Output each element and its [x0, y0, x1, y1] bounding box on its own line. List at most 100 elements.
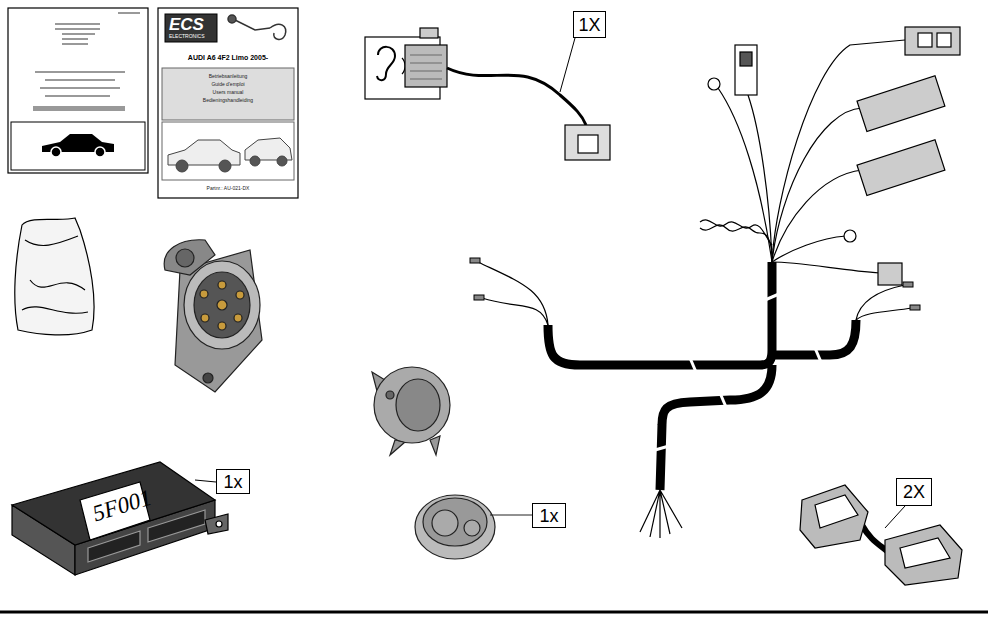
instruction-sheet-part — [40, 87, 120, 89]
trailer-socket — [164, 240, 262, 392]
car-drawing-part — [250, 156, 260, 166]
harness-connector-part — [708, 78, 720, 90]
wire-pin-part — [903, 282, 913, 287]
trailer-socket-part — [194, 272, 250, 338]
instruction-sheet — [8, 8, 148, 173]
part-number: 5F001 — [90, 486, 154, 526]
instruction-sheet-part — [8, 8, 148, 173]
callout-number: 1x — [539, 507, 558, 525]
hitch-icon-part — [235, 20, 270, 30]
fixing-bag — [15, 218, 94, 335]
instruction-sheet-part — [45, 95, 110, 97]
cable-grommet-part — [464, 520, 480, 536]
wire-part — [856, 308, 912, 320]
harness-connector-part — [857, 76, 945, 132]
callout-number: 1x — [223, 473, 242, 491]
adapter-connector-part — [885, 506, 905, 528]
buzzer-part — [565, 125, 610, 160]
harness-connector-part — [740, 52, 752, 66]
adapter-connector — [800, 485, 962, 585]
wire-pin-part — [474, 295, 484, 300]
instruction-sheet-part — [95, 147, 105, 157]
break-mark-part — [690, 358, 696, 372]
installation-manual-part — [162, 122, 294, 180]
instruction-sheet-part — [11, 122, 145, 170]
trailer-socket-part — [218, 281, 226, 289]
car-drawing-part — [277, 156, 287, 166]
control-module-part — [195, 480, 216, 482]
callout-box: 2X — [896, 478, 932, 506]
wire-part — [856, 285, 905, 320]
harness-connector — [708, 27, 960, 285]
adapter-connector-part — [862, 525, 888, 552]
fixing-bag-part — [22, 307, 88, 313]
callout-number: 1X — [578, 16, 600, 34]
instruction-sheet-part — [118, 12, 140, 14]
socket-seal — [372, 367, 450, 455]
trailer-socket-part — [184, 261, 260, 349]
harness-connector-part — [844, 230, 856, 242]
instruction-sheet-part — [62, 38, 88, 40]
harness-connector-part — [878, 263, 902, 285]
control-module-part — [148, 510, 205, 542]
brand-logo: ECS — [169, 16, 204, 33]
adapter-connector-part — [885, 525, 962, 585]
wire-pin-part — [470, 258, 480, 263]
instruction-sheet-part — [62, 33, 95, 35]
wire-part — [718, 88, 772, 262]
car-drawing-part — [219, 160, 231, 172]
trailer-socket-part — [176, 249, 194, 267]
car-drawing — [168, 138, 292, 172]
wire-part — [700, 220, 772, 245]
instruction-sheet-part — [62, 43, 88, 45]
adapter-connector-part — [800, 485, 868, 548]
harness-connector-part — [857, 140, 945, 196]
buzzer-part — [410, 54, 442, 55]
manual-language: Users manual — [213, 90, 244, 95]
wire-part — [640, 490, 682, 538]
adapter-connector-part — [900, 538, 950, 568]
harness-connector-part — [735, 45, 757, 95]
buzzer-part — [447, 68, 586, 125]
hitch-icon-part — [228, 15, 236, 23]
socket-seal-part — [386, 391, 394, 399]
wire-part — [772, 236, 846, 262]
wire-part — [772, 108, 862, 262]
hitch-icon-part — [270, 24, 286, 39]
trailer-socket-part — [236, 291, 244, 299]
trailer-socket-part — [217, 300, 227, 310]
fixing-bag-part — [25, 236, 78, 246]
control-module — [12, 462, 228, 575]
wire-pin-part — [910, 305, 920, 310]
hitch-icon — [228, 15, 286, 39]
callout-box: 1x — [216, 469, 250, 494]
fixing-bag-part — [30, 280, 85, 290]
cable-grommet-part — [423, 498, 487, 546]
wire-part — [478, 262, 548, 325]
wiring-harness-part — [548, 262, 772, 365]
buzzer-part — [410, 78, 442, 79]
manual-language: Betriebsanleitung — [209, 74, 248, 79]
wire-part — [772, 170, 862, 262]
buzzer — [365, 28, 610, 160]
instruction-sheet-part — [51, 147, 61, 157]
cable-grommet — [415, 495, 532, 559]
socket-seal-part — [430, 436, 440, 455]
cable-grommet-part — [432, 510, 458, 536]
control-module-part — [216, 521, 222, 527]
control-module-part — [205, 514, 228, 534]
wiring-harness — [470, 27, 960, 538]
instruction-sheet-part — [33, 106, 125, 111]
adapter-connector-part — [815, 495, 858, 528]
installation-manual-part — [158, 8, 298, 198]
buzzer-part — [410, 70, 442, 71]
wiring-harness-part — [772, 320, 856, 355]
instruction-sheet-part — [45, 79, 115, 81]
control-module-part — [88, 531, 140, 562]
instruction-sheet-part — [55, 28, 100, 30]
buzzer-part — [578, 135, 598, 153]
buzzer-part — [377, 47, 395, 80]
